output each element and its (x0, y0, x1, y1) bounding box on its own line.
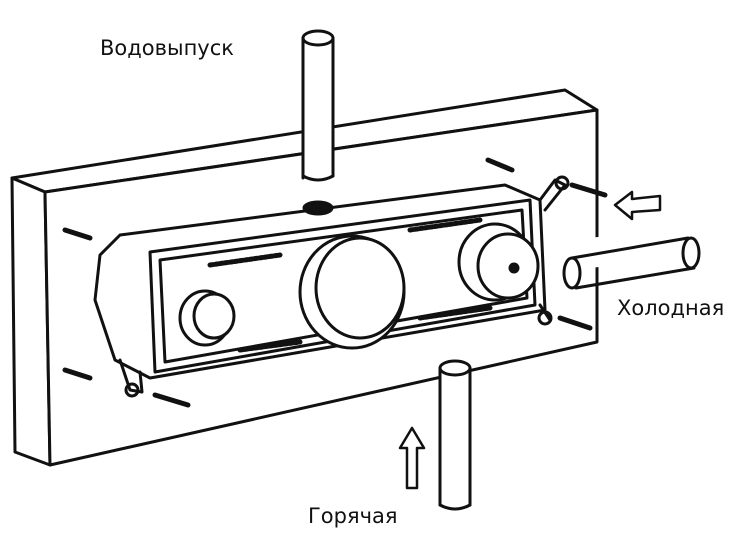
knob-large (298, 234, 406, 350)
wall-screws (62, 157, 608, 408)
knob-right (457, 222, 540, 302)
knob-left (178, 289, 236, 347)
outlet-label: Водовыпуск (100, 36, 234, 60)
cold-label: Холодная (617, 296, 725, 320)
arrow-left-icon (613, 190, 662, 221)
hot-label: Горячая (308, 504, 398, 528)
arrow-up-icon (398, 426, 426, 490)
outlet-pipe (301, 29, 335, 182)
cold-pipe (562, 227, 701, 290)
hot-pipe (438, 359, 472, 511)
